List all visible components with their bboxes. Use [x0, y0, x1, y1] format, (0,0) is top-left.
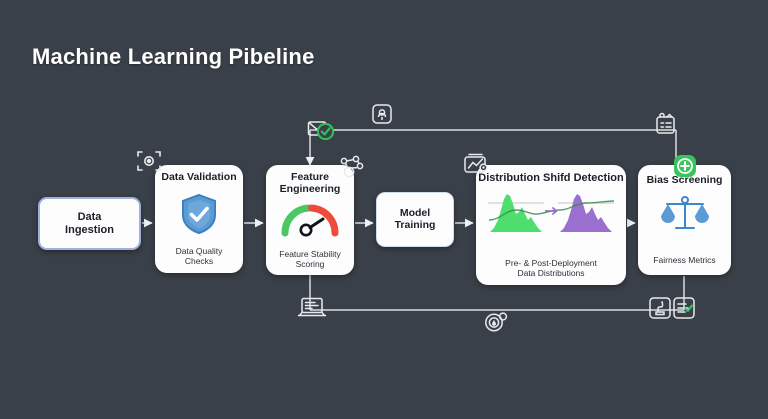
scan-target-icon: [136, 149, 162, 178]
node-title: Data Validation: [161, 171, 237, 183]
node-subtitle: Data Quality Checks: [175, 245, 223, 266]
node-model-training[interactable]: Model Training: [376, 192, 454, 247]
clipboard-lines-icon: [653, 112, 679, 141]
laptop-icon: [297, 296, 327, 325]
node-title: Bias Screening: [646, 174, 723, 186]
gauge-icon: [279, 201, 341, 237]
node-subtitle: Feature Stability Scoring: [279, 248, 341, 269]
shield-check-icon: [179, 193, 219, 235]
scales-icon: [659, 194, 711, 234]
green-check-circle-icon: [307, 117, 337, 148]
lamp-icon: [371, 103, 393, 130]
node-feature-engineering[interactable]: Feature Engineering Feature Stability Sc…: [266, 165, 354, 275]
node-bias-screening[interactable]: Bias Screening Fairness Metrics: [638, 165, 731, 275]
node-subtitle: Fairness Metrics: [653, 254, 716, 265]
node-title: Feature Engineering: [279, 171, 341, 195]
node-data-validation[interactable]: Data Validation Data Quality Checks: [155, 165, 243, 273]
node-title: Model Training: [394, 206, 436, 231]
page-title: Machine Learning Pibeline: [32, 44, 315, 69]
shield-drop-icon: [484, 311, 508, 338]
node-data-ingestion[interactable]: Data Ingestion: [38, 197, 141, 250]
network-graph-icon: [338, 155, 364, 186]
chart-trend-icon: [463, 152, 491, 181]
node-title: Distribution Shifd Detection: [478, 172, 624, 184]
node-title: Data Ingestion: [65, 211, 114, 236]
stamp-icon: [648, 296, 672, 325]
checklist-check-icon: [672, 296, 696, 325]
node-distribution-shift-detection[interactable]: Distribution Shifd Detection Pre- & Post…: [476, 165, 626, 285]
distribution-chart-icon: [486, 190, 616, 234]
node-subtitle: Pre- & Post-Deployment Data Distribution…: [505, 257, 597, 278]
green-plus-circle-icon: [673, 154, 697, 183]
